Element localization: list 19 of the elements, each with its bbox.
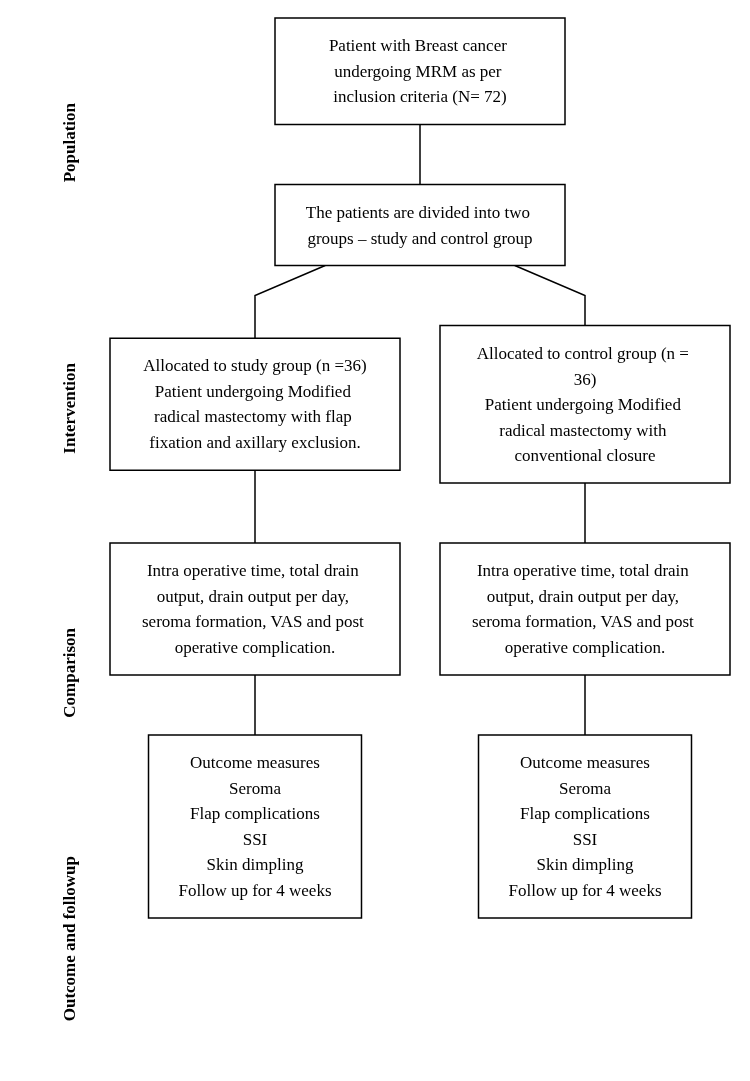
- connector: [514, 264, 586, 327]
- node-box: Patient with Breast cancer undergoing MRM as per inclusion criteria (N= 72): [274, 17, 566, 126]
- node-box: Allocated to control group (n = 36) Patient undergoing Modified radical mastectomy with conventional closure: [439, 324, 731, 484]
- stage-label: Population: [60, 102, 80, 183]
- node-box: The patients are divided into two groups – study and control group: [274, 183, 566, 267]
- stage-label: Outcome and followup: [60, 855, 80, 1021]
- node-box: Outcome measures Seroma Flap complications SSI Skin dimpling Follow up for 4 weeks: [477, 734, 693, 919]
- node-box: Intra operative time, total drain output, drain output per day, seroma formation, VAS and post operative complication.: [109, 542, 401, 676]
- connector: [584, 482, 586, 544]
- node-box: Allocated to study group (n =36) Patient undergoing Modified radical mastectomy with flap fixation and axillary exclusion.: [109, 337, 401, 471]
- connector: [419, 123, 421, 186]
- stage-label: Comparison: [60, 628, 80, 718]
- connector: [254, 264, 326, 339]
- connector: [254, 469, 256, 544]
- connector: [584, 674, 586, 736]
- node-box: Intra operative time, total drain output, drain output per day, seroma formation, VAS and post operative complication.: [439, 542, 731, 676]
- node-box: Outcome measures Seroma Flap complications SSI Skin dimpling Follow up for 4 weeks: [147, 734, 363, 919]
- stage-label: Intervention: [60, 362, 80, 454]
- connector: [254, 674, 256, 736]
